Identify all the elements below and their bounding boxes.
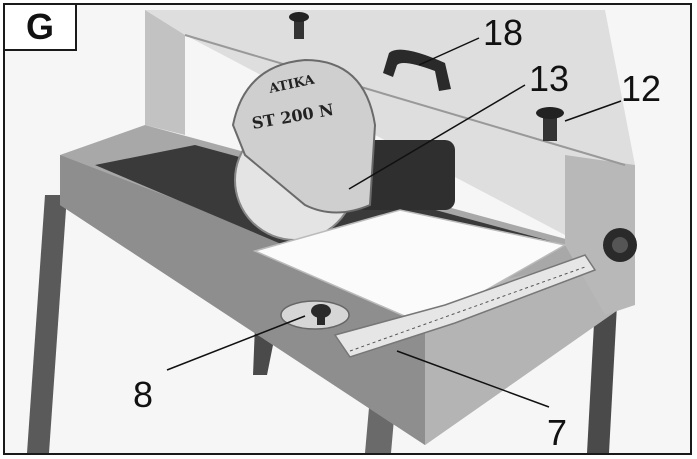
saw-legs bbox=[27, 195, 617, 453]
miter-gauge bbox=[280, 300, 350, 330]
guide-rail bbox=[333, 254, 597, 358]
locking-knob bbox=[536, 107, 564, 141]
callout-8: 8 bbox=[133, 374, 153, 415]
carry-handle bbox=[383, 49, 451, 91]
callout-13: 13 bbox=[529, 58, 569, 99]
callout-leaders bbox=[166, 37, 622, 408]
blade-guard: ATIKA ST 200 N bbox=[231, 58, 377, 214]
figure-letter: G bbox=[5, 5, 77, 51]
tile-saw-illustration: ATIKA ST 200 N 18 13 12 8 7 bbox=[5, 5, 690, 453]
workpiece-tile bbox=[252, 209, 568, 326]
motor-housing bbox=[355, 140, 455, 210]
callout-12: 12 bbox=[621, 68, 661, 109]
callout-7: 7 bbox=[547, 412, 567, 453]
callout-18: 18 bbox=[483, 12, 523, 53]
top-knob bbox=[289, 12, 309, 39]
side-wheel bbox=[603, 228, 637, 262]
figure-frame: G bbox=[3, 3, 692, 455]
